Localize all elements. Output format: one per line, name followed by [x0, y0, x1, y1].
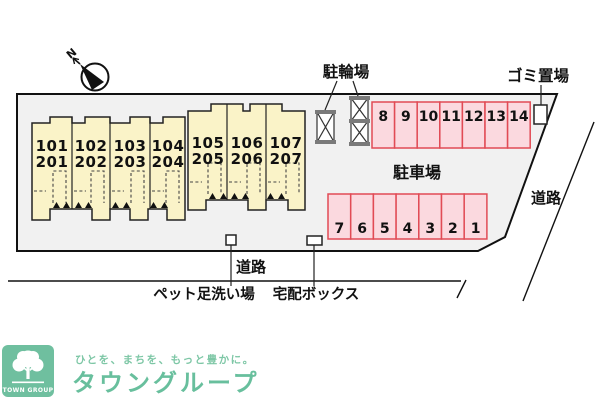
parking-num-11: 11	[441, 109, 460, 125]
town-group-logo: TOWN GROUP	[2, 345, 54, 397]
tree-icon	[12, 350, 44, 384]
brand-company-name: タウングループ	[72, 369, 260, 397]
building-2-outline	[187, 103, 306, 211]
parking-num-14: 14	[509, 109, 529, 125]
bicycle-parking: 駐輪場	[315, 62, 370, 146]
parking-num-12: 12	[464, 109, 483, 125]
parking-lower-numbers: 7 6 5 4 3 2 1	[335, 221, 481, 237]
unit-207: 207	[270, 150, 303, 168]
compass-icon: N	[64, 46, 110, 92]
parking-num-4: 4	[403, 221, 413, 237]
garbage-area: ゴミ置場	[507, 66, 570, 125]
parking-num-5: 5	[380, 221, 390, 237]
parking-num-8: 8	[378, 109, 388, 125]
logo-text: TOWN GROUP	[2, 387, 54, 394]
building-2: 105 205 106 206 107 207	[187, 103, 306, 211]
unit-105: 105	[192, 134, 225, 152]
unit-205: 205	[192, 150, 225, 168]
parking-space-1	[463, 193, 488, 240]
building-1: 101 201 102 202 103 203 104 204	[31, 116, 186, 221]
unit-204: 204	[152, 153, 185, 171]
road-right-label: 道路	[531, 189, 562, 207]
parking-num-7: 7	[335, 221, 345, 237]
building-2-entrance-arrows	[209, 193, 285, 199]
parking-num-6: 6	[357, 221, 367, 237]
building-1-outline	[31, 116, 186, 221]
parking-num-13: 13	[487, 109, 506, 125]
unit-102: 102	[75, 137, 108, 155]
parking-num-1: 1	[471, 221, 481, 237]
site-plan: 道路 道路 N 101 201 102 202 103 203 104 204	[8, 46, 595, 303]
parking-lot-label: 駐車場	[393, 163, 441, 182]
road-right-line	[522, 121, 595, 302]
garbage-area-label: ゴミ置場	[507, 66, 570, 85]
unit-206: 206	[231, 150, 264, 168]
delivery-box-marker	[306, 235, 323, 246]
pet-wash-box	[225, 234, 237, 246]
unit-107: 107	[270, 134, 303, 152]
unit-202: 202	[75, 153, 108, 171]
parking-num-9: 9	[401, 109, 411, 125]
pet-wash: ペット足洗い場	[153, 234, 255, 303]
parking-row-upper	[371, 101, 531, 149]
road-bottom-end-tick	[456, 279, 467, 299]
delivery-box-label: 宅配ボックス	[273, 285, 360, 303]
unit-104: 104	[152, 137, 185, 155]
parking-num-3: 3	[425, 221, 435, 237]
unit-106: 106	[231, 134, 264, 152]
parking-row-lower	[327, 193, 488, 240]
brand-tagline: ひとを、まちを、もっと豊かに。	[75, 354, 255, 366]
building-1-entrance-arrows	[53, 202, 168, 208]
delivery-box: 宅配ボックス	[273, 235, 360, 303]
bicycle-parking-label: 駐輪場	[323, 62, 370, 81]
road-bottom-label: 道路	[236, 258, 267, 276]
parking-space-14	[506, 101, 531, 149]
parking-upper-numbers: 8 9 10 11 12 13 14	[378, 109, 528, 125]
unit-101: 101	[36, 137, 69, 155]
unit-201: 201	[36, 153, 69, 171]
garbage-box	[533, 104, 548, 125]
parking-num-10: 10	[419, 109, 439, 125]
pet-wash-label: ペット足洗い場	[153, 285, 255, 303]
parking-num-2: 2	[448, 221, 458, 237]
unit-203: 203	[114, 153, 147, 171]
unit-103: 103	[114, 137, 147, 155]
